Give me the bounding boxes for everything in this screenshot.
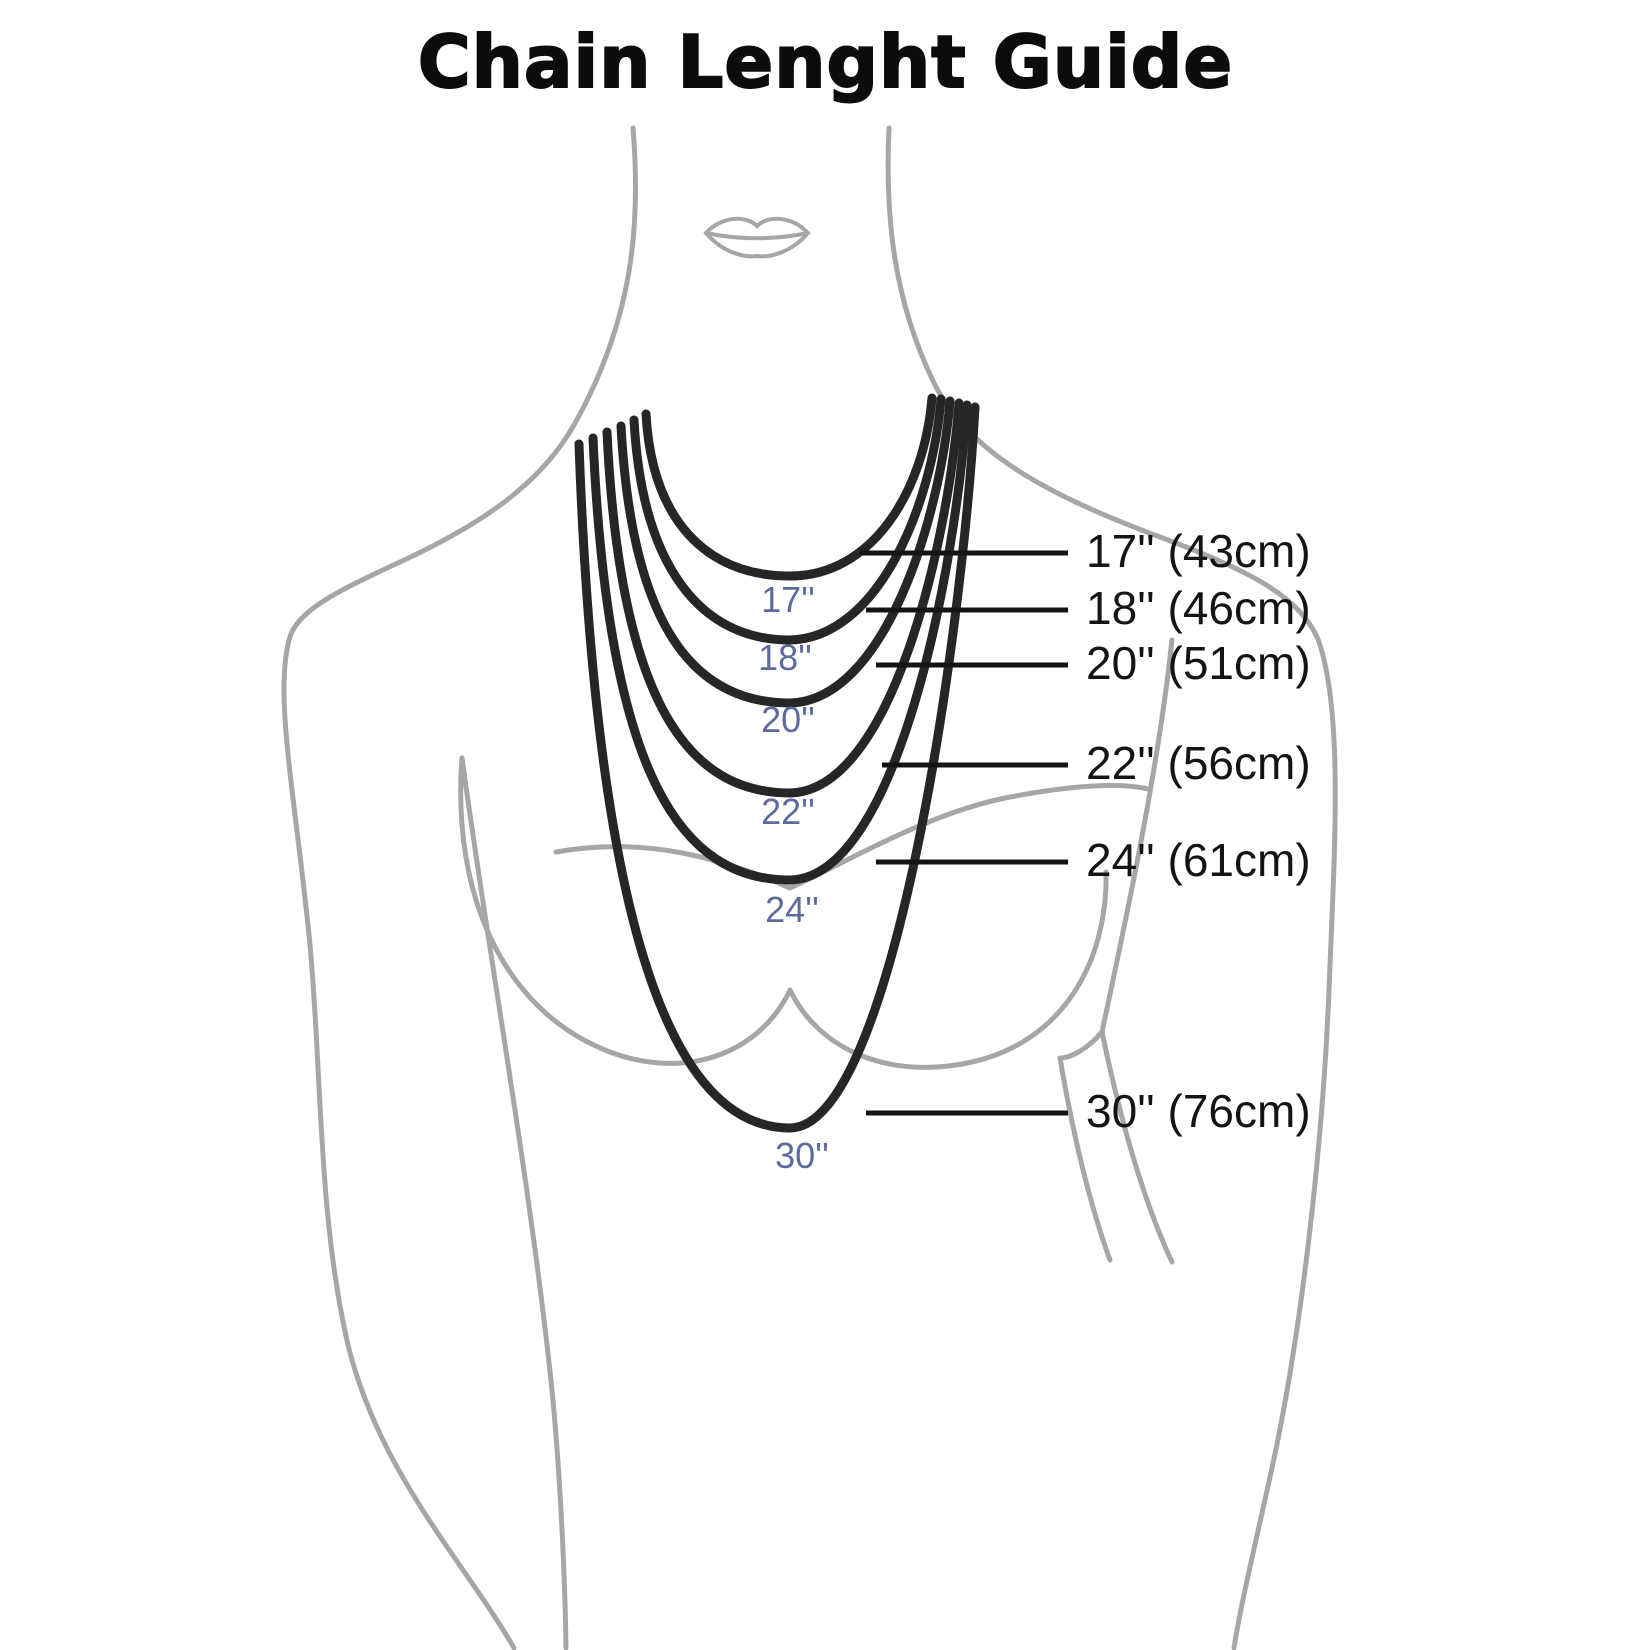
figure-right-body-side bbox=[1099, 637, 1175, 1035]
inner-labels: 17'' 18'' 20'' 22'' 24'' 30'' bbox=[758, 579, 829, 1176]
figure-chest-line bbox=[553, 783, 1151, 891]
size-label-22: 22'' (56cm) bbox=[1086, 737, 1311, 789]
page-title: Chain Lenght Guide bbox=[417, 19, 1234, 105]
figure-right-hand bbox=[1057, 1029, 1175, 1265]
inner-label-18: 18'' bbox=[758, 637, 812, 678]
lips bbox=[703, 216, 811, 259]
size-label-18: 18'' (46cm) bbox=[1086, 582, 1311, 634]
chain-22-inch bbox=[602, 398, 964, 798]
size-label-30: 30'' (76cm) bbox=[1086, 1085, 1311, 1137]
size-label-20: 20'' (51cm) bbox=[1086, 637, 1311, 689]
inner-label-24: 24'' bbox=[765, 889, 819, 930]
figure-outline bbox=[281, 125, 1338, 1650]
inner-label-17: 17'' bbox=[761, 579, 815, 620]
inner-label-20: 20'' bbox=[761, 699, 815, 740]
chain-30-inch bbox=[574, 402, 980, 1133]
figure-right-neck-shoulder-arm bbox=[885, 125, 1338, 1650]
leader-lines bbox=[860, 550, 1068, 1116]
size-label-17: 17'' (43cm) bbox=[1086, 525, 1311, 577]
size-label-24: 24'' (61cm) bbox=[1086, 834, 1311, 886]
chain-24-inch bbox=[588, 400, 972, 885]
size-labels: 17'' (43cm) 18'' (46cm) 20'' (51cm) 22''… bbox=[1086, 525, 1311, 1137]
chain-20-inch bbox=[616, 396, 955, 708]
chains bbox=[574, 393, 980, 1133]
figure-left-bust-curve bbox=[458, 755, 793, 1066]
figure-left-neck-shoulder-arm bbox=[281, 125, 639, 1650]
inner-label-22: 22'' bbox=[761, 791, 815, 832]
figure-right-bust-curve bbox=[787, 869, 1109, 1070]
chain-17-inch bbox=[641, 393, 937, 581]
chain-18-inch bbox=[629, 394, 946, 645]
figure-left-body-side bbox=[459, 755, 569, 1650]
inner-label-30: 30'' bbox=[775, 1135, 829, 1176]
